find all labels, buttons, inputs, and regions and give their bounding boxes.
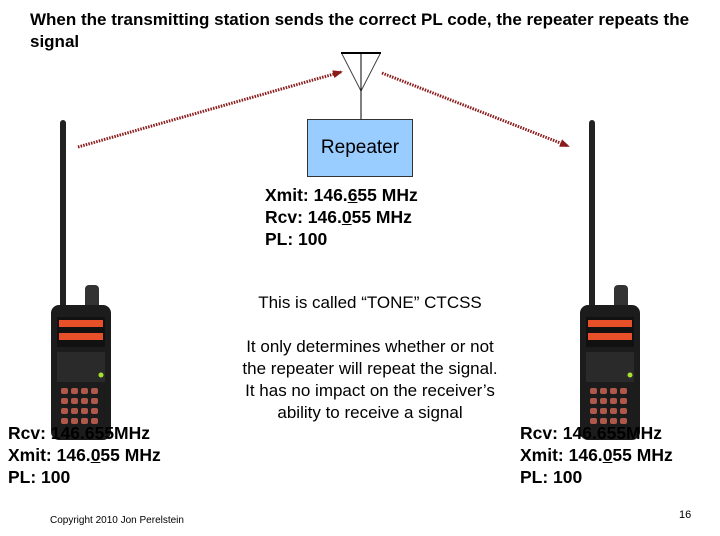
left-radio-icon [51,120,111,440]
copyright: Copyright 2010 Jon Perelstein [50,515,184,526]
antenna-icon [341,52,381,119]
left-pl: PL: 100 [8,467,71,487]
repeater-rcv: Rcv: 146.055 MHz [265,207,412,227]
explanation-heading: This is called “TONE” CTCSS [258,293,482,312]
left-radio-settings: Rcv: 146.655MHz Xmit: 146.055 MHz PL: 10… [8,422,161,488]
repeater-xmit: Xmit: 146.655 MHz [265,185,418,205]
left-rcv: Rcv: 146.655MHz [8,423,151,443]
downlink-arrow [381,71,570,148]
repeater-box: Repeater [307,119,413,177]
repeater-label: Repeater [320,137,400,158]
right-radio-icon [580,120,640,440]
left-xmit: Xmit: 146.055 MHz [8,445,161,465]
explanation-body: It only determines whether or not the re… [242,337,498,422]
right-xmit: Xmit: 146.055 MHz [520,445,673,465]
page-number: 16 [679,509,692,521]
right-rcv: Rcv: 146.655MHz [520,423,663,443]
repeater-pl: PL: 100 [265,229,328,249]
slide-title: When the transmitting station sends the … [30,10,690,51]
right-radio-settings: Rcv: 146.655MHz Xmit: 146.055 MHz PL: 10… [520,422,673,488]
explanation: This is called “TONE” CTCSS It only dete… [220,292,520,424]
uplink-arrow [77,70,343,149]
right-pl: PL: 100 [520,467,583,487]
repeater-settings: Xmit: 146.655 MHz Rcv: 146.055 MHz PL: 1… [265,184,418,250]
